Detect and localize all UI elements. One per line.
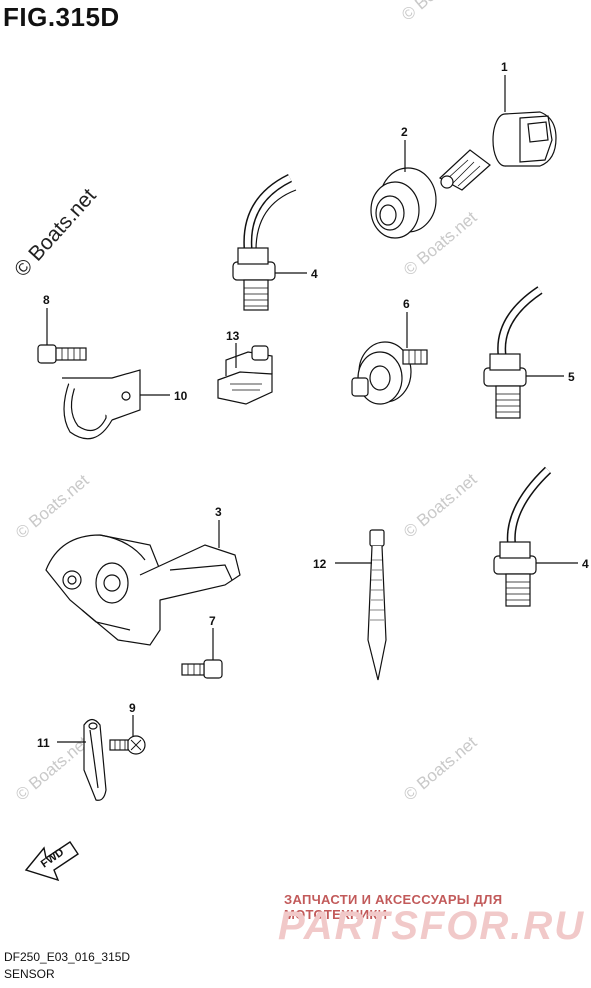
part-13-clip	[217, 345, 273, 405]
callout-9: 9	[129, 701, 136, 715]
callout-10: 10	[174, 389, 188, 403]
figure-code: DF250_E03_016_315D	[4, 950, 131, 964]
part-9-screw	[109, 735, 146, 755]
callout-4-top: 4	[311, 267, 318, 281]
callout-7: 7	[209, 614, 216, 628]
part-11-strap	[83, 718, 107, 801]
callout-4-bottom: 4	[582, 557, 589, 571]
part-8-bolt	[37, 344, 87, 364]
callout-3: 3	[215, 505, 222, 519]
callout-13: 13	[226, 329, 240, 343]
callout-8: 8	[43, 293, 50, 307]
figure-name: SENSOR	[4, 967, 55, 981]
fwd-arrow-icon	[24, 841, 79, 882]
part-5-sensor	[483, 286, 543, 419]
part-4-sensor-bottom	[493, 466, 552, 607]
part-7-screw	[181, 659, 223, 679]
part-6-knock-sensor	[351, 341, 428, 405]
part-12-cable-tie	[367, 529, 387, 681]
page-title: FIG.315D	[3, 2, 120, 32]
callout-6: 6	[403, 297, 410, 311]
callout-2: 2	[401, 125, 408, 139]
part-3-sensor-assembly	[45, 534, 241, 646]
callout-5: 5	[568, 370, 575, 384]
brand-tagline: ЗАПЧАСТИ И АКСЕССУАРЫ ДЛЯ МОТОТЕХНИКИ	[284, 892, 503, 922]
callout-12: 12	[313, 557, 327, 571]
part-2-grommet	[370, 167, 437, 239]
part-10-clamp	[62, 369, 141, 440]
part-4-sensor-top	[232, 173, 297, 311]
part-1-sensor	[438, 111, 557, 191]
callout-1: 1	[501, 60, 508, 74]
brand-logo: PARTSFOR.RU	[278, 904, 586, 948]
callout-11: 11	[37, 736, 50, 750]
